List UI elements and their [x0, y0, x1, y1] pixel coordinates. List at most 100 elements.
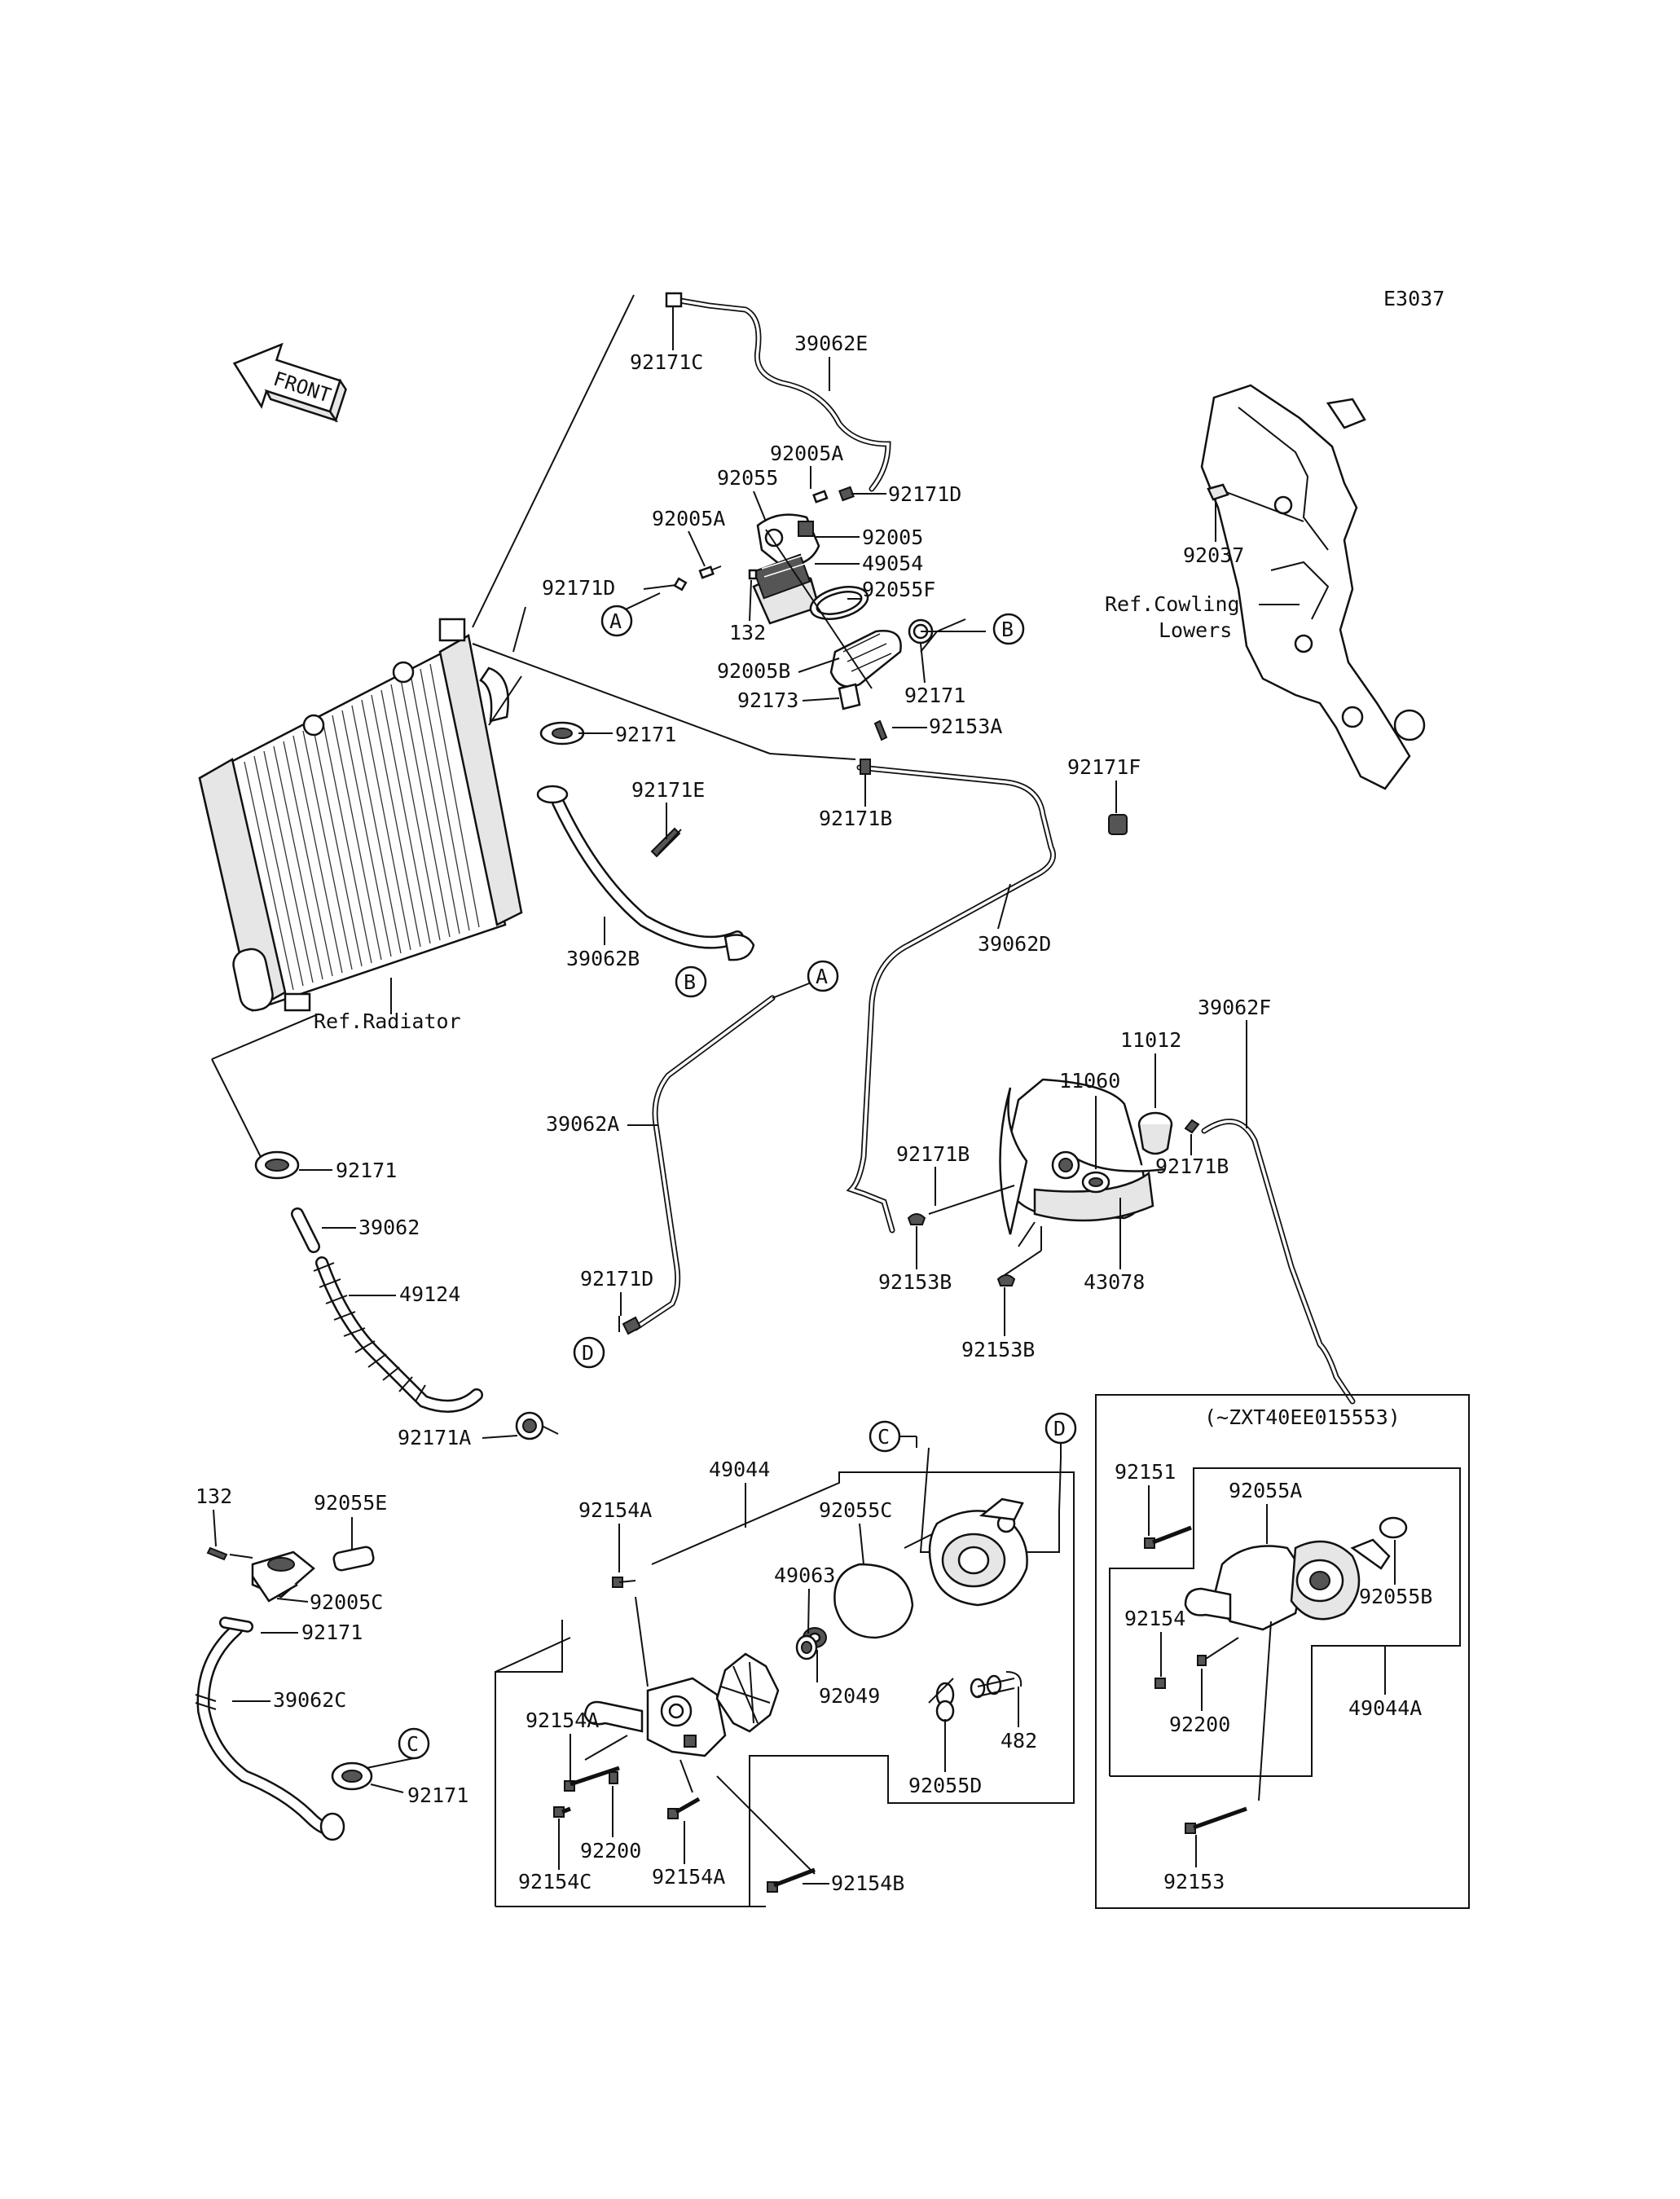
label-92200: 92200 [580, 1839, 641, 1863]
label-39062: 39062 [358, 1216, 420, 1239]
label-92055F: 92055F [862, 578, 935, 601]
label-92171C: 92171C [630, 350, 703, 374]
gasket-92055c [833, 1563, 914, 1639]
label-92055D: 92055D [908, 1774, 982, 1797]
label-92171D-left: 92171D [542, 576, 615, 600]
bolt-92154A-3 [667, 1797, 701, 1819]
callout-d-1: D [573, 1336, 605, 1369]
callout-a-2: A [807, 960, 839, 992]
label-92171B-res: 92171B [1155, 1154, 1229, 1178]
radiator [198, 618, 523, 1012]
bolt-92154A-1 [612, 1577, 636, 1588]
svg-text:B: B [684, 970, 696, 994]
callout-c-2: C [398, 1727, 430, 1760]
label-ref-cowling-2: Lowers [1159, 618, 1232, 642]
label-11060: 11060 [1059, 1069, 1120, 1093]
pump-cover [583, 1677, 727, 1757]
callout-c-1: C [869, 1420, 901, 1453]
ref-radiator-label: Ref.Radiator [314, 1009, 461, 1033]
diagram-code: E3037 [1383, 287, 1445, 310]
svg-text:C: C [407, 1732, 419, 1756]
front-arrow-icon: FRONT [232, 342, 347, 423]
label-92055C: 92055C [819, 1498, 892, 1522]
bypass-fitting [251, 1550, 315, 1603]
svg-text:D: D [582, 1341, 594, 1365]
label-92153: 92153 [1163, 1870, 1225, 1893]
label-49124: 49124 [399, 1282, 460, 1306]
label-92049: 92049 [819, 1684, 880, 1708]
reservoir-tank [999, 1078, 1166, 1235]
label-92055: 92055 [717, 466, 778, 490]
label-92171-therm: 92171 [904, 684, 965, 707]
label-92153B-1: 92153B [878, 1270, 952, 1294]
label-92171F: 92171F [1067, 755, 1141, 779]
hose-39062b [536, 721, 755, 961]
bolt-92151 [1144, 1525, 1192, 1549]
inset-box [1095, 1394, 1470, 1909]
label-92171-lower2: 92171 [407, 1783, 468, 1807]
label-92171D-bot: 92171D [580, 1267, 653, 1291]
cowling-bracket [1200, 384, 1426, 790]
label-92171-lower: 92171 [301, 1621, 363, 1644]
label-92154B: 92154B [831, 1871, 904, 1895]
label-132-top: 132 [729, 621, 766, 644]
label-92055E: 92055E [314, 1491, 387, 1515]
label-92154A-2: 92154A [526, 1709, 599, 1732]
label-92005: 92005 [862, 526, 923, 549]
label-ref-cowling-1: Ref.Cowling [1105, 592, 1240, 616]
svg-text:A: A [609, 609, 622, 633]
label-92154-inset: 92154 [1124, 1607, 1185, 1630]
label-92173: 92173 [737, 688, 798, 712]
label-92005A-left: 92005A [652, 507, 725, 530]
label-92005B: 92005B [717, 659, 790, 683]
washer-92200 [609, 1771, 618, 1784]
label-92171A: 92171A [398, 1426, 471, 1449]
label-132-bot: 132 [196, 1484, 232, 1508]
label-49044A: 49044A [1348, 1696, 1422, 1720]
label-92171B-tank: 92171B [896, 1142, 970, 1166]
label-92153A: 92153A [929, 715, 1002, 738]
label-92005A-top: 92005A [770, 442, 843, 465]
label-39062C: 39062C [273, 1688, 346, 1712]
label-39062A: 39062A [546, 1112, 619, 1136]
label-92154C: 92154C [518, 1870, 592, 1893]
impeller-49063 [715, 1652, 780, 1733]
bolt-92153 [1185, 1806, 1247, 1834]
callout-b-2: B [675, 965, 707, 998]
label-92055B: 92055B [1359, 1585, 1432, 1608]
hose-39062c [195, 1623, 345, 1841]
label-39062E: 39062E [794, 332, 868, 355]
label-49044: 49044 [709, 1458, 770, 1481]
label-92151: 92151 [1115, 1460, 1176, 1484]
label-92200-inset: 92200 [1169, 1713, 1230, 1736]
callout-a-1: A [600, 605, 633, 637]
label-92055A: 92055A [1229, 1479, 1302, 1502]
label-92171D-right: 92171D [888, 482, 961, 506]
cap-11012 [1137, 1111, 1173, 1155]
bolt-92154A-2 [564, 1766, 620, 1792]
label-11012: 11012 [1120, 1028, 1181, 1052]
label-92171-hose: 92171 [336, 1159, 397, 1182]
hose-49124 [313, 1256, 483, 1413]
label-482: 482 [1001, 1729, 1037, 1753]
label-43078: 43078 [1084, 1270, 1145, 1294]
label-92154A-1: 92154A [578, 1498, 652, 1522]
label-92153B-2: 92153B [961, 1338, 1035, 1361]
label-39062F: 39062F [1198, 996, 1271, 1019]
label-39062D: 39062D [978, 932, 1051, 956]
label-92005C: 92005C [310, 1590, 383, 1614]
pump-body [928, 1498, 1028, 1607]
callout-d-2: D [1045, 1412, 1077, 1445]
svg-text:A: A [816, 965, 828, 988]
bolt-92154B [767, 1867, 816, 1893]
svg-text:C: C [877, 1425, 890, 1449]
pump-inset [1184, 1538, 1391, 1631]
svg-text:B: B [1001, 618, 1014, 641]
label-92171B-mid: 92171B [819, 807, 892, 830]
label-inset-note: (~ZXT40EE015553) [1204, 1405, 1401, 1429]
bolt-92154-inset [1154, 1678, 1166, 1689]
callout-b-1: B [992, 613, 1025, 645]
svg-text:D: D [1053, 1417, 1066, 1440]
label-39062B: 39062B [566, 947, 640, 970]
